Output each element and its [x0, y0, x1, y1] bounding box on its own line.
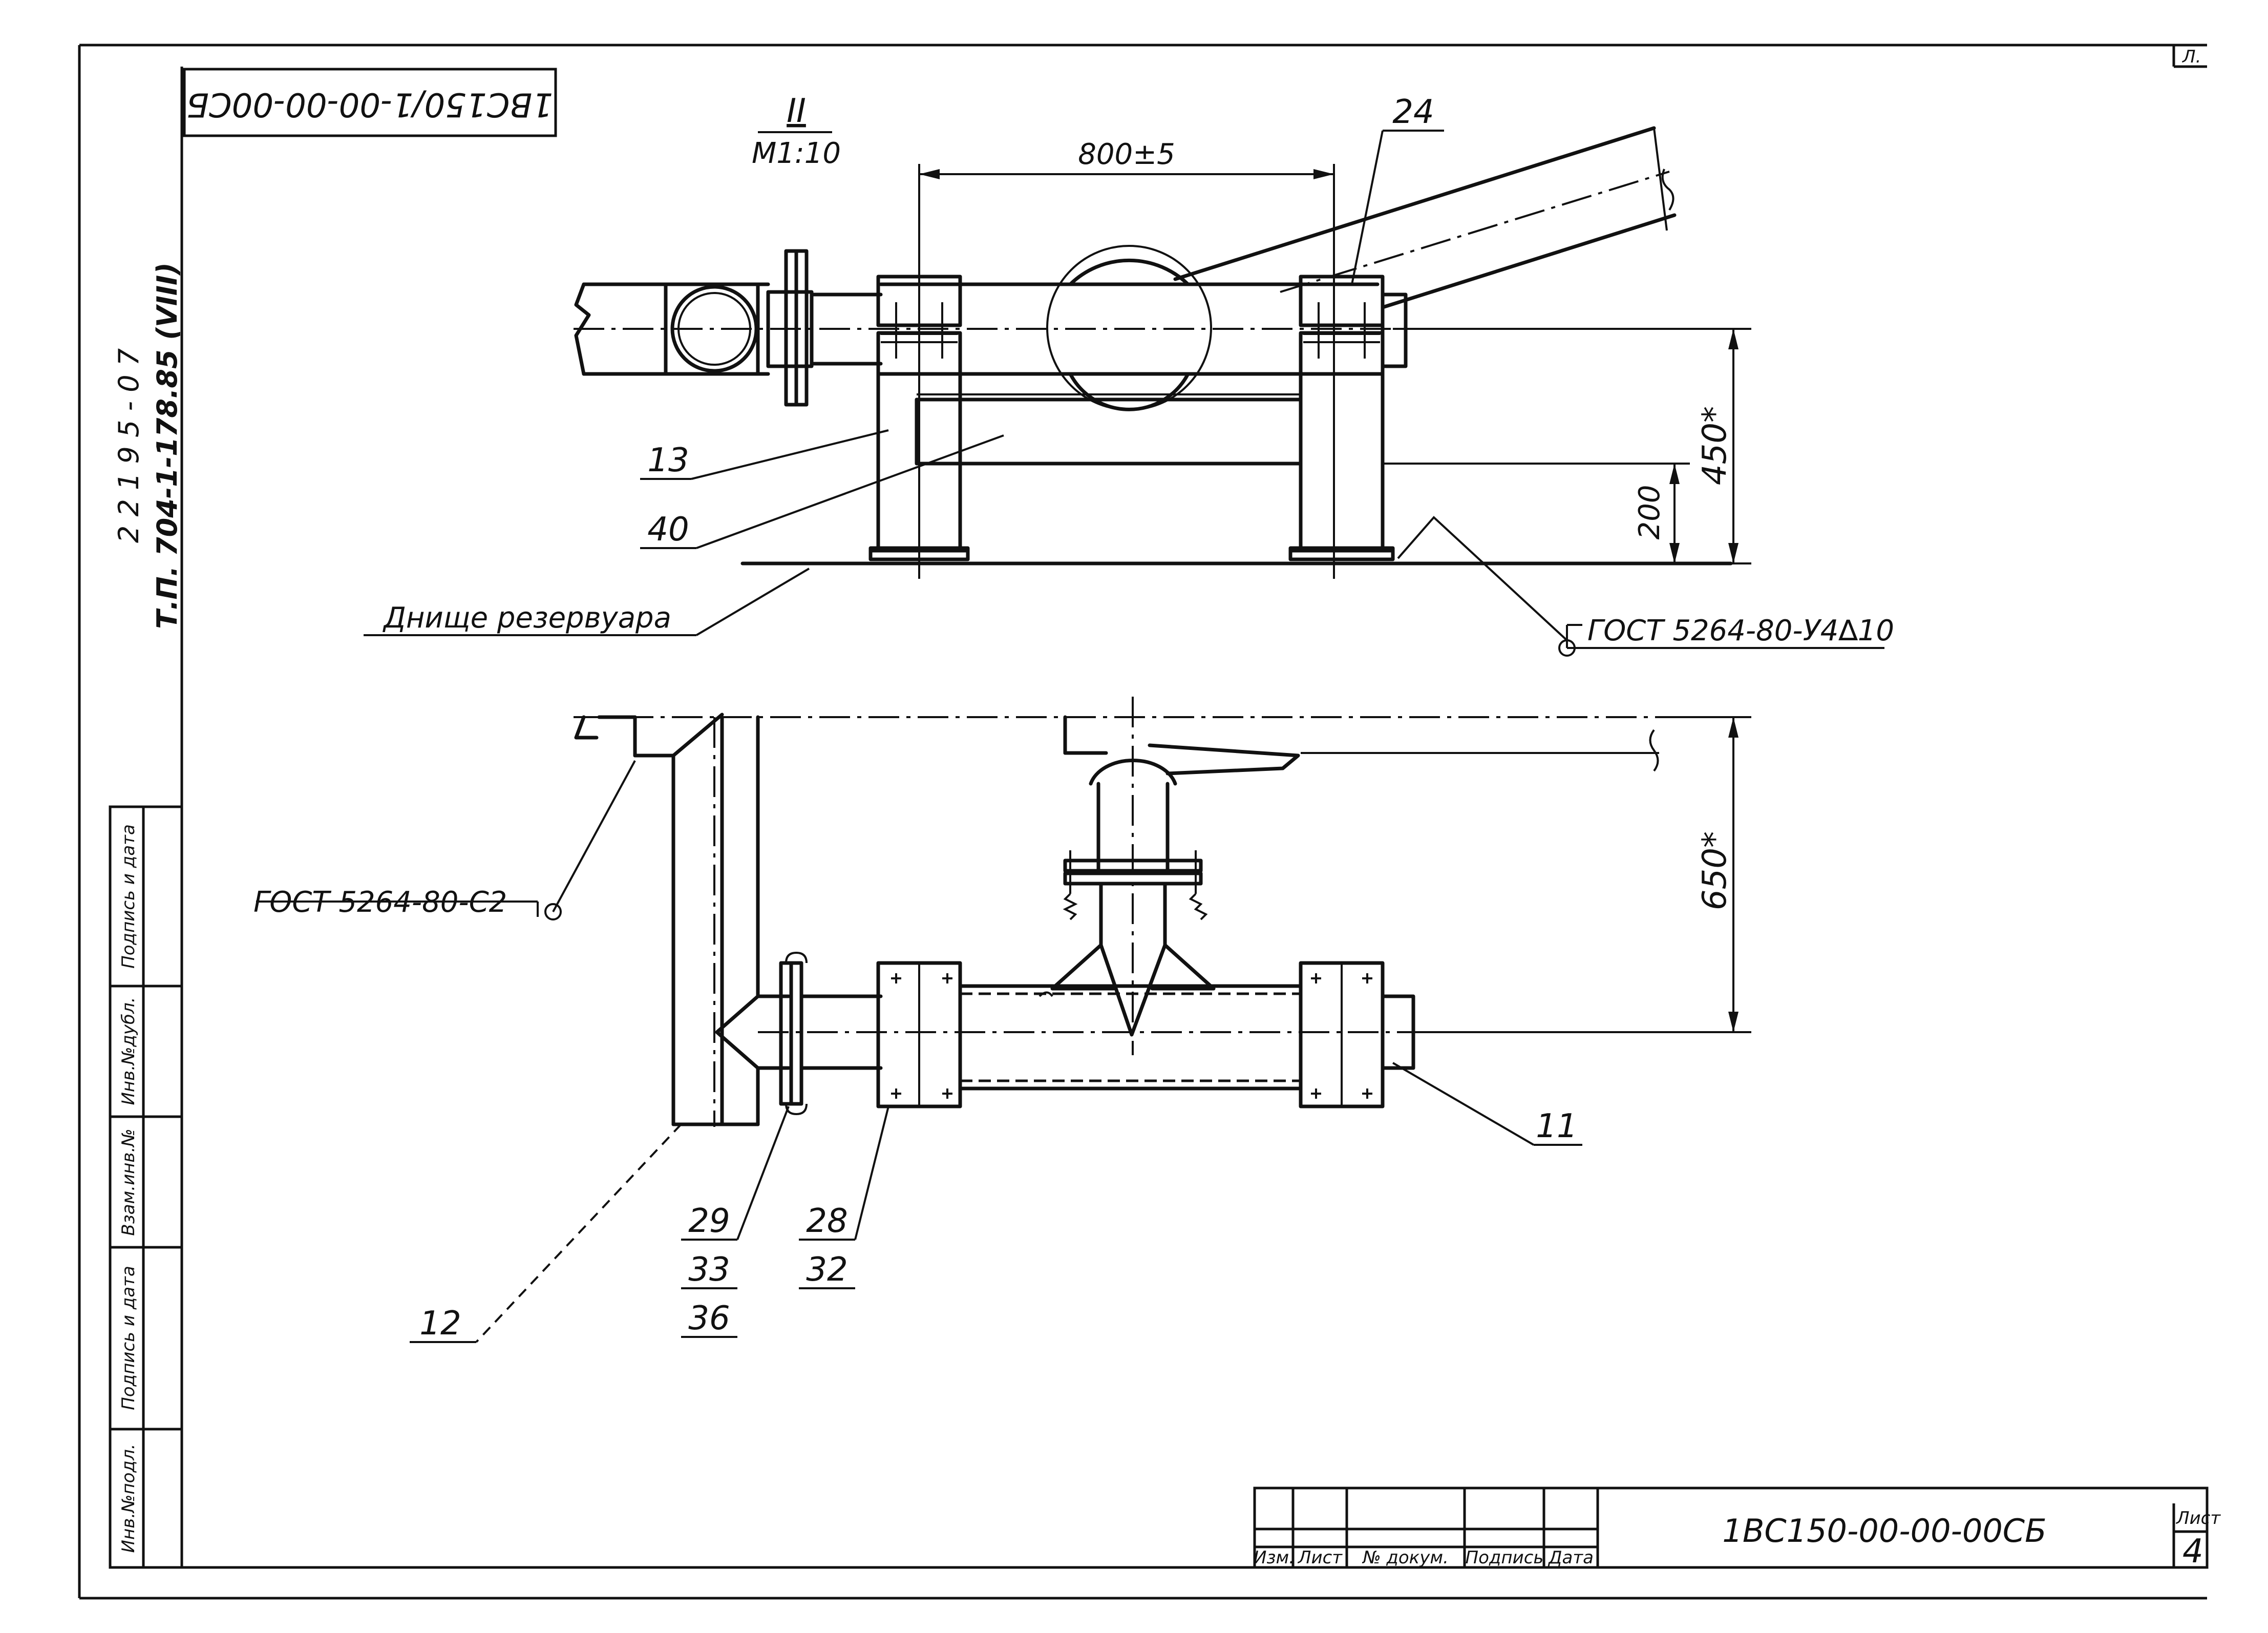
weld-note-bottom: ГОСТ 5264-80-С2: [253, 886, 507, 919]
tb-col-izm: Изм.: [1254, 1547, 1295, 1568]
dim-200: 200: [1633, 485, 1666, 540]
tb-col-sign: Подпись: [1466, 1547, 1544, 1568]
pos-28: 28: [806, 1202, 847, 1240]
weld-note-top: ГОСТ 5264-80-У4∆10: [1587, 614, 1894, 647]
upper-view: 800±5: [364, 93, 1894, 657]
lower-view: 650* ГОСТ 5264-80-С2 11 12 29 33 36 28 3…: [253, 697, 1751, 1343]
tank-bottom-label: Днище резервуара: [382, 601, 671, 635]
pos-32: 32: [806, 1251, 847, 1289]
left-stamp: [109, 805, 183, 1569]
side-project-ref: Т.П. 704-1-178.85 (VIII): [151, 262, 183, 629]
bolt-marks: [891, 973, 1372, 1099]
pos-33: 33: [688, 1251, 730, 1289]
dim-800: 800±5: [1078, 138, 1175, 171]
pos-11: 11: [1536, 1107, 1577, 1145]
tb-col-doc: № докум.: [1362, 1547, 1449, 1568]
stamp-col-2: Подпись и дата: [118, 1266, 139, 1410]
code-stamp: 1ВС150/1-00-00-00СБ: [183, 68, 557, 137]
stamp-col-1: Инв.№подл.: [118, 1444, 139, 1553]
pos-40: 40: [647, 511, 689, 549]
tb-sheet-no: 4: [2182, 1533, 2203, 1571]
pos-12: 12: [419, 1305, 461, 1343]
dim-650: 650*: [1696, 831, 1734, 910]
view-label: II: [787, 92, 806, 130]
tb-col-date: Дата: [1548, 1547, 1594, 1568]
corner-mark: Л.: [2181, 47, 2201, 67]
pos-24: 24: [1392, 93, 1434, 131]
dim-450: 450*: [1696, 406, 1734, 485]
sheet-frame: [78, 44, 2207, 1600]
stamp-col-4: Инв.№дубл.: [118, 997, 139, 1105]
tb-sheet-label: Лист: [2175, 1508, 2221, 1529]
pos-13: 13: [647, 442, 689, 479]
side-number: 2 2 1 9 5 - 0 7: [113, 348, 145, 543]
tb-designation: 1ВС150-00-00-00СБ: [1722, 1512, 2046, 1550]
stamp-col-3: Взам.инв.№: [118, 1128, 139, 1236]
view-scale: М1:10: [752, 137, 841, 170]
tb-col-list: Лист: [1297, 1547, 1343, 1568]
stamp-col-5: Подпись и дата: [118, 824, 139, 969]
code-stamp-text: 1ВС150/1-00-00-00СБ: [186, 85, 553, 123]
pos-36: 36: [688, 1300, 730, 1337]
title-block: [1253, 1487, 2209, 1569]
pos-29: 29: [688, 1202, 730, 1240]
